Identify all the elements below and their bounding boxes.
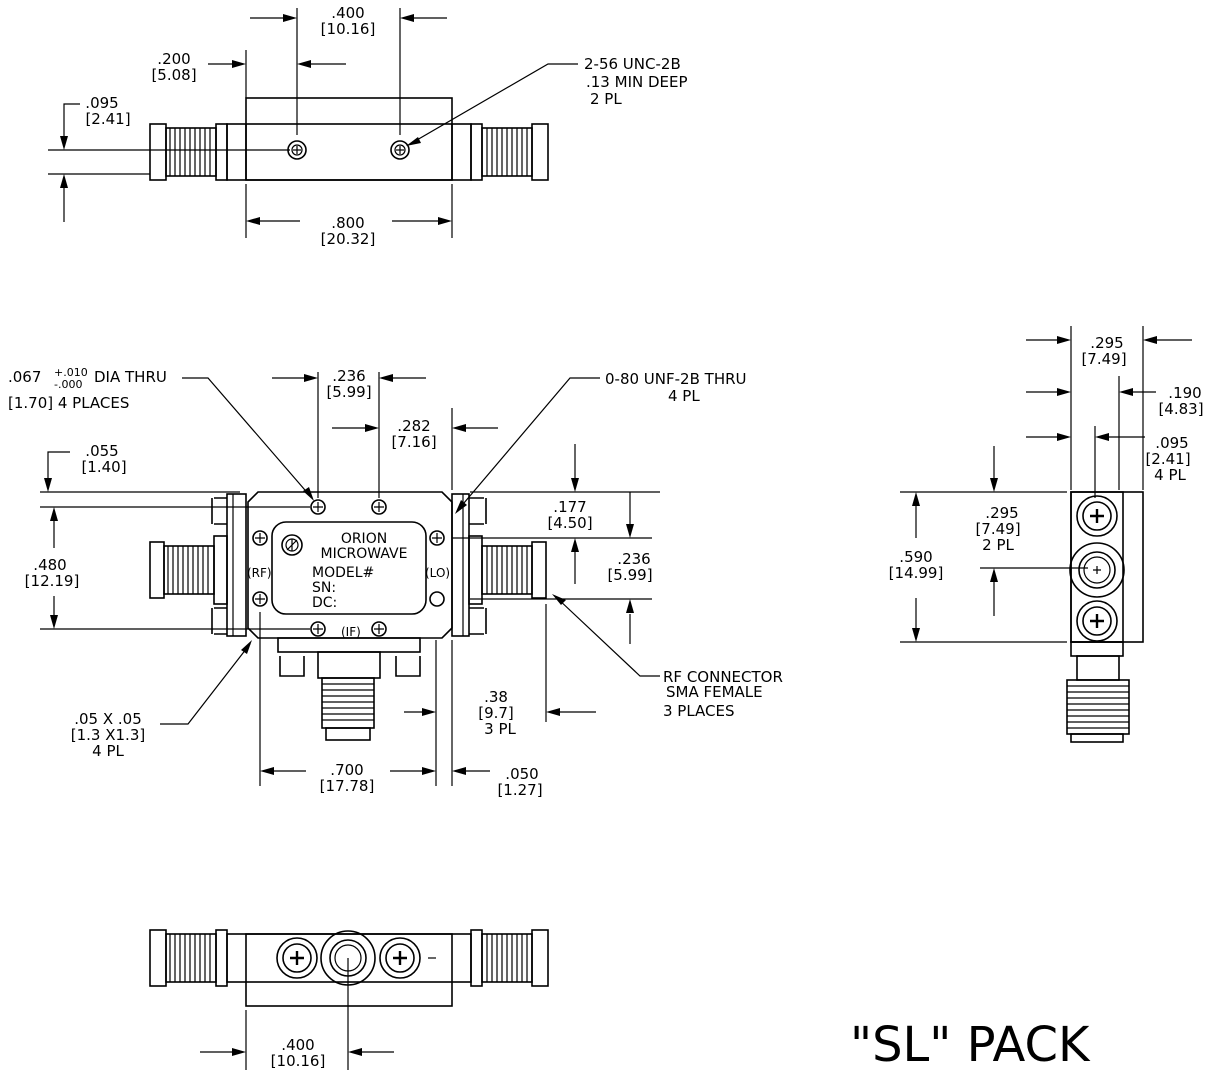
bottom-dim-400-value: .400 [281, 1036, 314, 1054]
front-left-connector [149, 535, 228, 605]
front-dim-177-value: .177 [553, 498, 586, 516]
front-dim-480-value: .480 [33, 556, 66, 574]
front-dim-236-side-metric: [5.99] [607, 566, 652, 584]
side-view: .295 [7.49] .190 [4.83] .095 [2.41] 4 PL… [889, 326, 1204, 743]
orion-logo-icon [281, 534, 303, 556]
front-dim-38-count: 3 PL [484, 720, 516, 738]
front-dim-050-metric: [1.27] [497, 781, 542, 799]
front-note-unf-line2: 4 PL [668, 387, 700, 405]
front-dim-282-value: .282 [397, 417, 430, 435]
front-dim-700-metric: [17.78] [320, 777, 375, 795]
top-left-connector [149, 123, 228, 181]
front-note-hole-base: .067 [8, 368, 41, 386]
front-dim-236-value: .236 [332, 367, 365, 385]
bottom-screw-left [276, 937, 318, 979]
front-dim-700-value: .700 [330, 761, 363, 779]
port-lo-label: (LO) [425, 566, 450, 580]
front-dim-055-value: .055 [85, 442, 118, 460]
front-holes [252, 499, 445, 637]
side-dim-190-value: .190 [1168, 384, 1201, 402]
front-dim-177-metric: [4.50] [547, 514, 592, 532]
side-dim-590-value: .590 [899, 548, 932, 566]
port-if-label: (IF) [341, 625, 361, 639]
front-dim-055-metric: [1.40] [81, 458, 126, 476]
top-right-connector [470, 123, 549, 181]
top-view: .400 [10.16] .200 [5.08] .095 [2.41] .80… [48, 4, 688, 248]
plate-microwave: MICROWAVE [321, 546, 408, 562]
top-dim-400-metric: [10.16] [321, 20, 376, 38]
front-view: ORION MICROWAVE MODEL# SN: DC: (RF) (LO)… [8, 366, 783, 799]
side-dim-295-mid-count: 2 PL [982, 536, 1014, 554]
top-dim-800-metric: [20.32] [321, 230, 376, 248]
top-dim-095-value: .095 [85, 94, 118, 112]
package-label: "SL" PACK [850, 1017, 1091, 1072]
front-dim-236-side-value: .236 [617, 550, 650, 568]
port-rf-label: (RF) [247, 566, 272, 580]
front-dim-38-value: .38 [484, 688, 508, 706]
side-connector-center [1069, 542, 1125, 598]
plate-orion: ORION [341, 531, 387, 547]
side-dim-295-value: .295 [1090, 334, 1123, 352]
front-note-unf-line1: 0-80 UNF-2B THRU [605, 370, 747, 388]
front-dim-480-metric: [12.19] [25, 572, 80, 590]
front-note-hole-tol-minus: -.000 [54, 378, 82, 391]
front-note-hole-suffix: DIA THRU [94, 368, 167, 386]
bottom-view: .400 [10.16] [149, 929, 549, 1070]
side-dim-590-metric: [14.99] [889, 564, 944, 582]
front-note-chamfer-line1: .05 X .05 [74, 710, 142, 728]
front-dim-236-metric: [5.99] [326, 383, 371, 401]
top-dim-200-value: .200 [157, 50, 190, 68]
top-screw-left [287, 140, 307, 160]
side-dim-095-metric: [2.41] [1145, 450, 1190, 468]
front-dim-38-metric: [9.7] [478, 704, 514, 722]
bottom-screw-right [379, 937, 421, 979]
side-dim-095-count: 4 PL [1154, 466, 1186, 484]
front-note-connector-line2: SMA FEMALE [666, 683, 763, 701]
front-note-chamfer-line2: [1.3 X1.3] [71, 726, 145, 744]
front-if-connector [277, 637, 421, 741]
front-note-hole-line2: [1.70] 4 PLACES [8, 394, 129, 412]
side-screw-top [1076, 495, 1118, 537]
side-dim-295-mid-value: .295 [985, 504, 1018, 522]
front-note-connector-line1: RF CONNECTOR [663, 668, 783, 686]
front-note-hole-tol-plus: +.010 [54, 366, 88, 379]
plate-model: MODEL# [312, 565, 374, 581]
front-note-chamfer-line3: 4 PL [92, 742, 124, 760]
top-dim-200-metric: [5.08] [151, 66, 196, 84]
side-dim-295-mid-metric: [7.49] [975, 520, 1020, 538]
top-dim-800-value: .800 [331, 214, 364, 232]
side-screw-bottom [1076, 600, 1118, 642]
top-dim-095-metric: [2.41] [85, 110, 130, 128]
plate-dc: DC: [312, 595, 337, 611]
top-screw-right [390, 140, 410, 160]
side-dim-095-value: .095 [1155, 434, 1188, 452]
plate-sn: SN: [312, 580, 336, 596]
side-dim-295-metric: [7.49] [1081, 350, 1126, 368]
side-dim-190-metric: [4.83] [1158, 400, 1203, 418]
front-dim-282-metric: [7.16] [391, 433, 436, 451]
top-dim-400-value: .400 [331, 4, 364, 22]
top-note-tap-line2: .13 MIN DEEP [586, 73, 688, 91]
bottom-dim-400-metric: [10.16] [271, 1052, 326, 1070]
top-note-tap-line3: 2 PL [590, 90, 622, 108]
front-dim-050-value: .050 [505, 765, 538, 783]
front-right-connector [468, 535, 547, 605]
top-note-tap-line1: 2-56 UNC-2B [584, 55, 681, 73]
front-note-connector-line3: 3 PLACES [663, 702, 735, 720]
